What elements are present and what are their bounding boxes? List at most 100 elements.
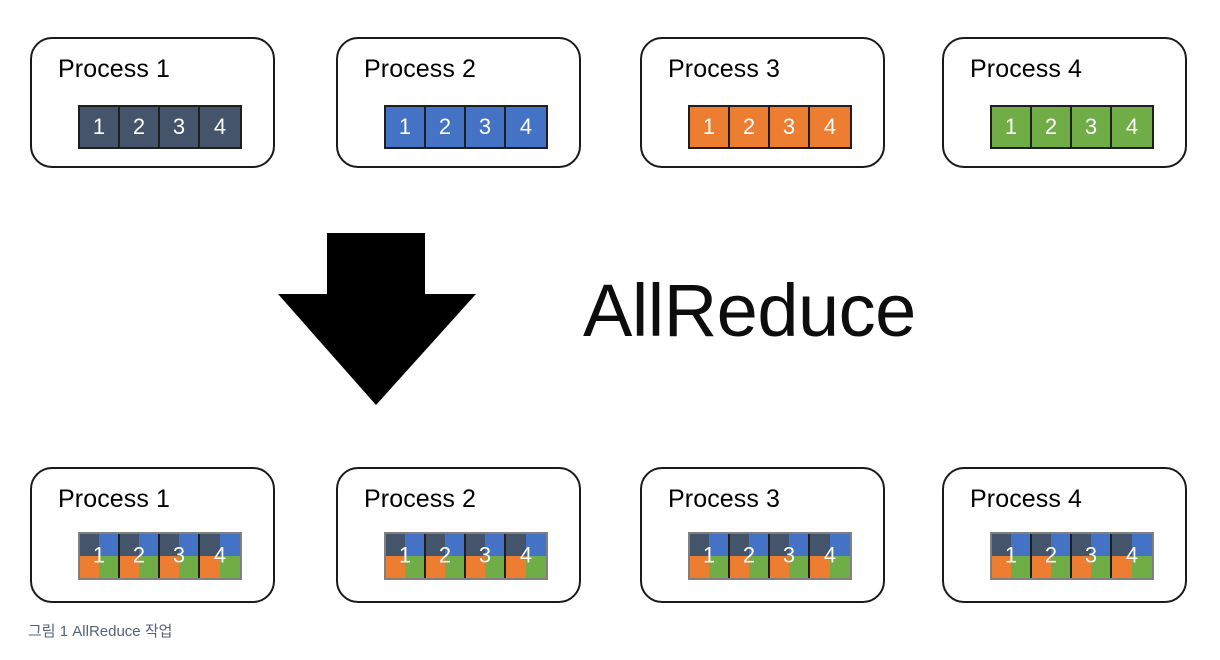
quadrant-group: [1032, 534, 1070, 578]
quadrant-slate: [690, 534, 709, 556]
quadrant-orange: [810, 556, 830, 578]
quadrant-blue: [99, 534, 118, 556]
quadrant-green: [485, 556, 504, 578]
reduced-strip-after-1: 1 2: [78, 532, 242, 580]
data-cell: 1: [992, 107, 1032, 147]
data-strip-before-4: 1 2 3 4: [990, 105, 1154, 149]
reduced-cell: 3: [770, 534, 810, 578]
quadrant-blue: [179, 534, 198, 556]
quadrant-green: [1091, 556, 1110, 578]
process-card-before-2[interactable]: Process 2 1 2 3 4: [336, 37, 581, 168]
quadrant-orange: [120, 556, 139, 578]
reduced-cell: 4: [200, 534, 240, 578]
quadrant-slate: [386, 534, 405, 556]
reduced-cell: 1: [690, 534, 730, 578]
process-title: Process 2: [364, 485, 477, 513]
quadrant-orange: [426, 556, 445, 578]
process-title: Process 4: [970, 485, 1083, 513]
reduced-cell: 2: [730, 534, 770, 578]
quadrant-group: [770, 534, 808, 578]
quadrant-blue: [526, 534, 546, 556]
reduced-cell: 3: [466, 534, 506, 578]
quadrant-group: [80, 534, 118, 578]
quadrant-group: [992, 534, 1030, 578]
quadrant-orange: [770, 556, 789, 578]
reduced-cell: 4: [506, 534, 546, 578]
process-card-after-1[interactable]: Process 1 1: [30, 467, 275, 603]
operation-headline: AllReduce: [583, 269, 916, 352]
data-cell: 3: [160, 107, 200, 147]
reduced-cell: 2: [426, 534, 466, 578]
process-card-before-4[interactable]: Process 4 1 2 3 4: [942, 37, 1187, 168]
process-title: Process 1: [58, 485, 171, 513]
quadrant-orange: [506, 556, 526, 578]
quadrant-blue: [830, 534, 850, 556]
reduced-cell: 1: [80, 534, 120, 578]
quadrant-green: [405, 556, 424, 578]
quadrant-slate: [770, 534, 789, 556]
data-cell: 2: [120, 107, 160, 147]
quadrant-slate: [466, 534, 485, 556]
quadrant-green: [220, 556, 240, 578]
quadrant-group: [506, 534, 546, 578]
data-cell: 2: [1032, 107, 1072, 147]
quadrant-green: [445, 556, 464, 578]
quadrant-green: [830, 556, 850, 578]
process-title: Process 1: [58, 55, 171, 83]
quadrant-group: [160, 534, 198, 578]
data-cell: 4: [506, 107, 546, 147]
quadrant-blue: [405, 534, 424, 556]
quadrant-slate: [200, 534, 220, 556]
reduced-strip-after-4: 1 2: [990, 532, 1154, 580]
quadrant-blue: [485, 534, 504, 556]
reduced-cell: 1: [992, 534, 1032, 578]
quadrant-slate: [160, 534, 179, 556]
process-card-before-3[interactable]: Process 3 1 2 3 4: [640, 37, 885, 168]
quadrant-green: [99, 556, 118, 578]
process-card-after-3[interactable]: Process 3 1: [640, 467, 885, 603]
quadrant-green: [1132, 556, 1152, 578]
process-card-before-1[interactable]: Process 1 1 2 3 4: [30, 37, 275, 168]
process-card-after-4[interactable]: Process 4 1: [942, 467, 1187, 603]
reduced-cell: 4: [810, 534, 850, 578]
quadrant-orange: [80, 556, 99, 578]
quadrant-slate: [810, 534, 830, 556]
process-title: Process 3: [668, 485, 781, 513]
quadrant-blue: [749, 534, 768, 556]
quadrant-orange: [160, 556, 179, 578]
reduced-cell: 4: [1112, 534, 1152, 578]
quadrant-green: [139, 556, 158, 578]
quadrant-group: [426, 534, 464, 578]
quadrant-orange: [690, 556, 709, 578]
quadrant-orange: [1032, 556, 1051, 578]
data-cell: 1: [80, 107, 120, 147]
quadrant-slate: [80, 534, 99, 556]
data-cell: 3: [466, 107, 506, 147]
reduced-cell: 3: [1072, 534, 1112, 578]
process-card-after-2[interactable]: Process 2 1: [336, 467, 581, 603]
quadrant-orange: [1112, 556, 1132, 578]
process-title: Process 3: [668, 55, 781, 83]
reduced-strip-after-2: 1 2: [384, 532, 548, 580]
data-cell: 2: [730, 107, 770, 147]
reduced-strip-after-3: 1 2: [688, 532, 852, 580]
quadrant-green: [709, 556, 728, 578]
quadrant-blue: [789, 534, 808, 556]
quadrant-orange: [730, 556, 749, 578]
quadrant-slate: [1032, 534, 1051, 556]
down-block-arrow-icon: [278, 233, 476, 405]
quadrant-group: [690, 534, 728, 578]
quadrant-orange: [466, 556, 485, 578]
quadrant-slate: [120, 534, 139, 556]
quadrant-blue: [139, 534, 158, 556]
data-cell: 1: [386, 107, 426, 147]
data-cell: 4: [1112, 107, 1152, 147]
data-strip-before-2: 1 2 3 4: [384, 105, 548, 149]
quadrant-green: [179, 556, 198, 578]
quadrant-orange: [1072, 556, 1091, 578]
quadrant-green: [526, 556, 546, 578]
process-title: Process 4: [970, 55, 1083, 83]
quadrant-slate: [1072, 534, 1091, 556]
reduced-cell: 1: [386, 534, 426, 578]
